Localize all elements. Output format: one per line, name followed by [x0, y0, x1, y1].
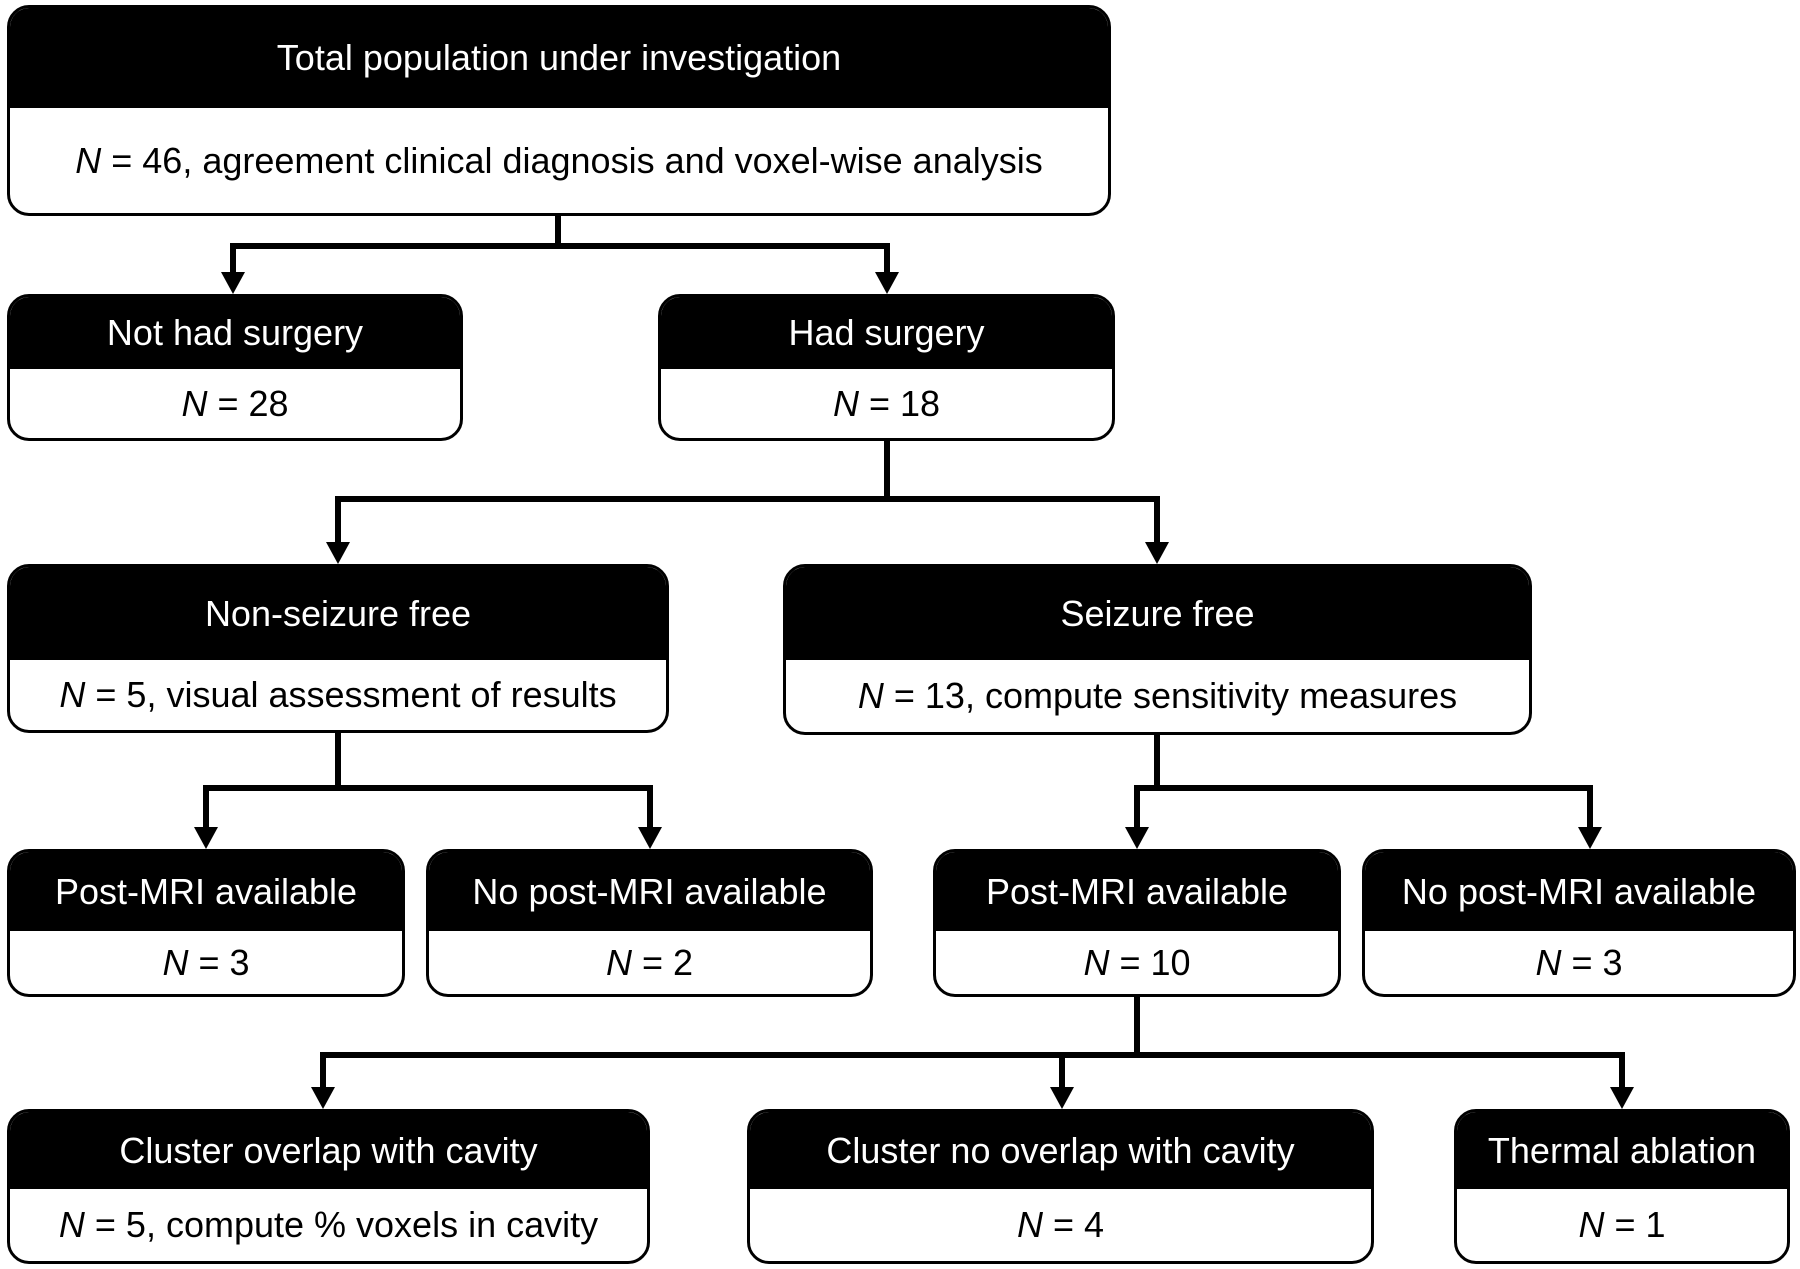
node-count: N=1 — [1457, 1189, 1787, 1261]
node-note: , visual assessment of results — [146, 674, 617, 715]
count-value: 13 — [924, 675, 965, 716]
equals-sign: = — [94, 1204, 116, 1245]
n-symbol: N — [857, 675, 884, 716]
node-note: , agreement clinical diagnosis and voxel… — [182, 139, 1043, 181]
node-count: N=28 — [10, 369, 460, 438]
connector-had-surgery — [335, 437, 1160, 548]
node-title: Cluster overlap with cavity — [10, 1112, 647, 1189]
equals-sign: = — [641, 941, 663, 983]
arrowhead — [1125, 827, 1149, 849]
equals-sign: = — [1119, 941, 1141, 983]
node-count: N=2 — [429, 931, 870, 994]
count-value: 1 — [1645, 1204, 1666, 1245]
node-title: Cluster no overlap with cavity — [750, 1112, 1371, 1189]
arrowhead — [1610, 1087, 1634, 1109]
n-symbol: N — [58, 1204, 85, 1245]
node-sf-post-mri-available: Post-MRI available N=10 — [933, 849, 1341, 997]
connector-sf-post-mri — [320, 994, 1625, 1093]
count-value: 10 — [1150, 941, 1191, 983]
node-nsf-no-post-mri-available: No post-MRI available N=2 — [426, 849, 873, 997]
node-note: , compute sensitivity measures — [964, 675, 1458, 716]
count-value: 18 — [899, 382, 941, 424]
node-title: Thermal ablation — [1457, 1112, 1787, 1189]
arrowhead — [326, 542, 350, 564]
node-title: Post-MRI available — [10, 852, 402, 931]
equals-sign: = — [198, 941, 220, 983]
node-count: N=5, compute % voxels in cavity — [10, 1189, 647, 1261]
node-title: No post-MRI available — [1365, 852, 1793, 931]
count-value: 3 — [1602, 941, 1623, 983]
n-symbol: N — [75, 139, 102, 181]
node-count: N=3 — [1365, 931, 1793, 994]
node-title: Post-MRI available — [936, 852, 1338, 931]
n-symbol: N — [1016, 1204, 1043, 1245]
node-title: Had surgery — [661, 297, 1112, 369]
count-value: 5 — [126, 674, 147, 715]
node-thermal-ablation: Thermal ablation N=1 — [1454, 1109, 1790, 1264]
equals-sign: = — [217, 382, 239, 424]
node-title: Non-seizure free — [10, 567, 666, 660]
node-not-had-surgery: Not had surgery N=28 — [7, 294, 463, 441]
equals-sign: = — [868, 382, 890, 424]
arrowhead — [194, 827, 218, 849]
node-seizure-free: Seizure free N=13, compute sensitivity m… — [783, 564, 1532, 735]
count-value: 28 — [248, 382, 289, 424]
equals-sign: = — [1614, 1204, 1636, 1245]
n-symbol: N — [832, 382, 859, 424]
node-count: N=5, visual assessment of results — [10, 660, 666, 730]
arrowhead — [221, 272, 245, 294]
count-value: 46 — [142, 139, 183, 181]
count-value: 5 — [125, 1204, 146, 1245]
node-had-surgery: Had surgery N=18 — [658, 294, 1115, 441]
connector-non-seizure-free — [203, 730, 653, 833]
arrowhead — [311, 1087, 335, 1109]
n-symbol: N — [1083, 941, 1110, 983]
node-count: N=13, compute sensitivity measures — [786, 660, 1529, 732]
node-count: N=3 — [10, 931, 402, 994]
count-value: 3 — [229, 941, 250, 983]
count-value: 4 — [1084, 1204, 1105, 1245]
n-symbol: N — [1578, 1204, 1605, 1245]
node-count: N=4 — [750, 1189, 1371, 1261]
node-sf-no-post-mri-available: No post-MRI available N=3 — [1362, 849, 1796, 997]
node-title: Not had surgery — [10, 297, 460, 369]
equals-sign: = — [893, 675, 915, 716]
arrowhead — [1050, 1087, 1074, 1109]
node-title: Seizure free — [786, 567, 1529, 660]
n-symbol: N — [59, 674, 86, 715]
node-title: No post-MRI available — [429, 852, 870, 931]
equals-sign: = — [95, 674, 117, 715]
node-note: , compute % voxels in cavity — [145, 1204, 599, 1245]
node-title: Total population under investigation — [10, 8, 1108, 108]
n-symbol: N — [1535, 941, 1562, 983]
equals-sign: = — [1052, 1204, 1074, 1245]
arrowhead — [875, 272, 899, 294]
node-cluster-no-overlap-with-cavity: Cluster no overlap with cavity N=4 — [747, 1109, 1374, 1264]
node-total-population: Total population under investigation N=4… — [7, 5, 1111, 216]
node-nsf-post-mri-available: Post-MRI available N=3 — [7, 849, 405, 997]
node-count: N=10 — [936, 931, 1338, 994]
n-symbol: N — [181, 382, 208, 424]
arrowhead — [1145, 542, 1169, 564]
node-non-seizure-free: Non-seizure free N=5, visual assessment … — [7, 564, 669, 733]
connector-total — [230, 211, 890, 278]
equals-sign: = — [1571, 941, 1593, 983]
node-cluster-overlap-with-cavity: Cluster overlap with cavity N=5, compute… — [7, 1109, 650, 1264]
n-symbol: N — [605, 941, 632, 983]
arrowhead — [1578, 827, 1602, 849]
count-value: 2 — [673, 941, 694, 983]
n-symbol: N — [162, 941, 189, 983]
node-count: N=46, agreement clinical diagnosis and v… — [10, 108, 1108, 213]
equals-sign: = — [111, 139, 133, 181]
connector-seizure-free — [1134, 732, 1593, 833]
arrowhead — [638, 827, 662, 849]
node-count: N=18 — [661, 369, 1112, 438]
